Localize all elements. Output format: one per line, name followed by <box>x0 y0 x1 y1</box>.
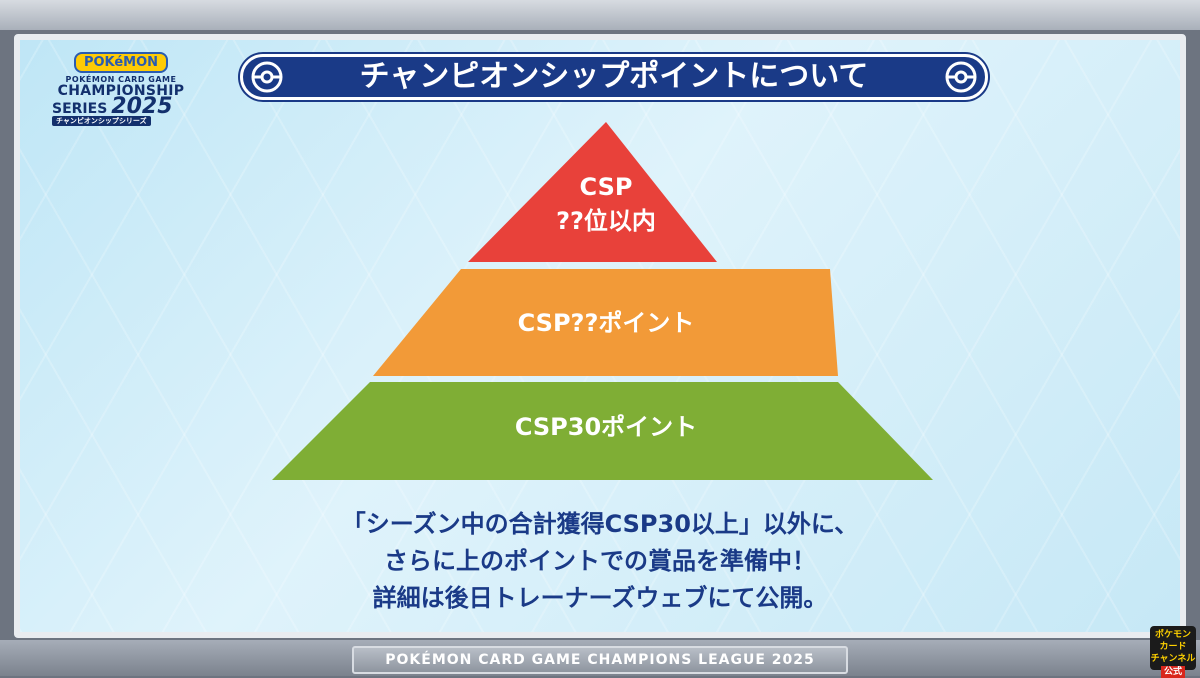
tier-bottom-label: CSP30ポイント <box>514 413 698 441</box>
title-bar: チャンピオンシップポイントについて <box>240 54 988 100</box>
corner-logo-line1: ポケモン <box>1154 630 1191 640</box>
logo-line2: CHAMPIONSHIP <box>57 83 185 99</box>
description-line1: 「シーズン中の合計獲得CSP30以上」以外に、 <box>341 510 859 538</box>
description-line3: 詳細は後日トレーナーズウェブにて公開。 <box>372 584 828 612</box>
tier-top-line2: ??位以内 <box>556 207 656 235</box>
description-text: 「シーズン中の合計獲得CSP30以上」以外に、 さらに上のポイントでの賞品を準備… <box>220 506 980 617</box>
pokeball-icon-right <box>945 61 977 93</box>
description-line2: さらに上のポイントでの賞品を準備中！ <box>384 547 816 575</box>
pokeball-icon-left <box>251 61 283 93</box>
corner-logo-line2: カード <box>1159 642 1187 652</box>
logo-line3: SERIES <box>52 101 108 117</box>
logo-brand: POKéMON <box>73 52 169 73</box>
csp-pyramid <box>272 122 933 480</box>
logo-year: 2025 <box>111 94 173 119</box>
tier-top-line1: CSP <box>579 173 633 201</box>
tier-middle-label: CSP??ポイント <box>517 309 695 337</box>
corner-logo-line3: チャンネル <box>1150 654 1196 664</box>
pyramid-tier-middle <box>373 269 838 376</box>
tier-top-label: CSP ??位以内 <box>506 170 706 238</box>
pokemon-card-channel-logo: ポケモン カード チャンネル 公式 <box>1150 626 1196 678</box>
logo-line4: チャンピオンシップシリーズ <box>52 116 151 126</box>
pyramid-tier-top <box>468 122 717 262</box>
champions-league-banner: POKÉMON CARD GAME CHAMPIONS LEAGUE 2025 <box>352 646 848 674</box>
championship-series-logo: POKéMON POKÉMON CARD GAME CHAMPIONSHIP S… <box>46 50 196 132</box>
page-title: チャンピオンシップポイントについて <box>359 59 869 94</box>
corner-logo-badge: 公式 <box>1160 666 1185 678</box>
slide-screen: POKéMON POKÉMON CARD GAME CHAMPIONSHIP S… <box>14 34 1186 638</box>
pyramid-tier-bottom <box>272 382 933 480</box>
logo-line1: POKÉMON CARD GAME <box>65 75 177 84</box>
monitor-frame-top <box>0 0 1200 30</box>
